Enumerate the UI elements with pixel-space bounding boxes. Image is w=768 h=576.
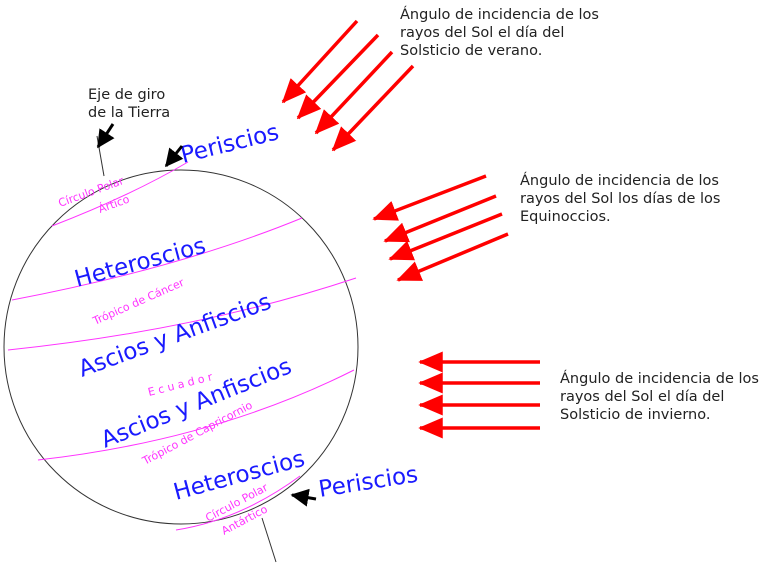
equinox-note: Ángulo de incidencia de los rayos del So… — [520, 172, 720, 226]
equinox-ray-arrow — [396, 232, 509, 282]
summer-solstice-note: Ángulo de incidencia de los rayos del So… — [400, 6, 599, 60]
summer-note-line-2: rayos del Sol el día del — [400, 25, 565, 41]
antarctic-pointer-arrow — [290, 488, 317, 507]
winter-solstice-note: Ángulo de incidencia de los rayos del So… — [560, 370, 759, 424]
tropic-of-capricorn-line — [37, 369, 355, 461]
summer-ray-arrow — [331, 64, 415, 152]
summer-ray-arrow — [314, 50, 394, 135]
arctic-pointer-arrow — [164, 145, 184, 168]
earth-circle — [3, 169, 359, 525]
axis-label: Eje de giro de la Tierra — [88, 86, 170, 122]
summer-note-line-1: Ángulo de incidencia de los — [400, 7, 599, 23]
equinox-ray-arrow — [372, 174, 487, 221]
equinox-ray-arrow — [388, 212, 503, 261]
summer-ray-arrow — [281, 19, 359, 104]
equinox-ray-arrow — [383, 194, 497, 243]
equinox-note-line-1: Ángulo de incidencia de los — [520, 173, 719, 189]
antarctic-circle-line — [175, 475, 301, 531]
axis-label-line-1: Eje de giro — [88, 87, 166, 103]
equinox-note-line-3: Equinoccios. — [520, 209, 611, 225]
summer-ray-arrow — [296, 33, 380, 120]
zone-periscios-bottom: Periscios — [317, 462, 420, 503]
axis-label-line-2: de la Tierra — [88, 105, 171, 121]
winter-note-line-2: rayos del Sol el día del — [560, 389, 725, 405]
winter-note-line-1: Ángulo de incidencia de los — [560, 371, 759, 387]
summer-note-line-3: Solsticio de verano. — [400, 43, 543, 59]
zone-periscios-top: Periscios — [178, 119, 281, 168]
equinox-note-line-2: rayos del Sol los días de los — [520, 191, 721, 207]
tropic-of-cancer-line — [11, 217, 303, 301]
winter-note-line-3: Solsticio de invierno. — [560, 407, 711, 423]
equator-line — [7, 277, 357, 351]
axis-pointer-arrow — [96, 123, 115, 149]
arctic-circle-line — [51, 161, 189, 227]
axis-line-bottom — [261, 517, 277, 563]
